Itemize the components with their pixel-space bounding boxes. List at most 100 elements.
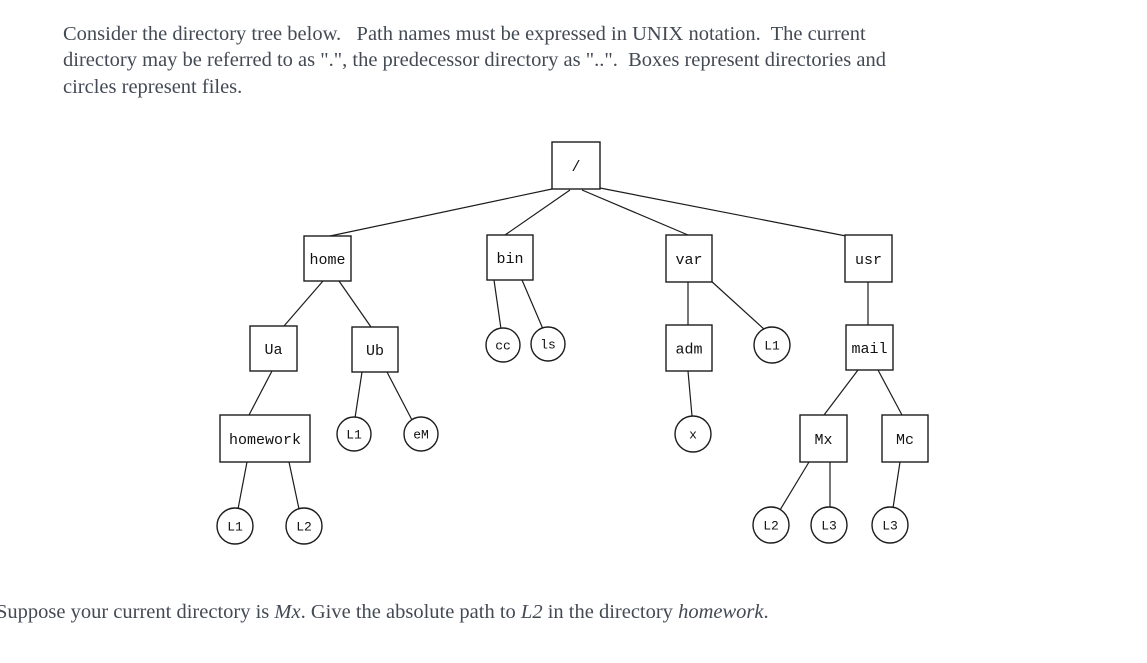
tree-node-mail: mail	[845, 324, 894, 371]
node-label-Mx: Mx	[814, 432, 832, 449]
question-segment-italic-homework: homework	[678, 601, 764, 623]
tree-node-L1-ub: L1	[336, 416, 372, 452]
tree-node-homework: homework	[219, 414, 311, 463]
tree-edge-home-Ua	[283, 280, 324, 327]
tree-edge-bin-cc	[493, 279, 502, 330]
tree-edge-root-bin	[504, 189, 571, 236]
file-circle-L1-var	[753, 326, 791, 364]
node-label-L3-mc: L3	[882, 519, 898, 534]
node-label-Ub: Ub	[366, 343, 384, 360]
tree-node-cc: cc	[485, 327, 521, 363]
tree-edge-bin-ls	[521, 279, 544, 330]
tree-edge-Ub-eM	[386, 371, 413, 421]
tree-node-var: var	[665, 234, 713, 283]
tree-node-bin: bin	[486, 234, 534, 281]
file-circle-ls	[530, 326, 566, 362]
file-circle-L3-mx	[810, 506, 848, 544]
tree-node-ls: ls	[530, 326, 566, 362]
tree-edge-Ua-homework	[248, 370, 273, 416]
tree-edge-Mx-L2-mx	[779, 461, 810, 511]
node-label-bin: bin	[496, 251, 523, 268]
node-label-L3-mx: L3	[821, 519, 837, 534]
file-circle-L3-mc	[871, 506, 909, 544]
tree-node-Ub: Ub	[351, 326, 399, 373]
tree-node-x: x	[674, 415, 712, 453]
directory-box-homework	[219, 414, 311, 463]
node-label-usr: usr	[855, 252, 882, 269]
node-label-adm: adm	[675, 341, 702, 358]
tree-edge-home-Ub	[338, 280, 372, 328]
node-label-var: var	[675, 252, 702, 269]
tree-node-adm: adm	[665, 324, 713, 372]
tree-edge-homework-L1-homework	[237, 461, 248, 510]
intro-line-2: directory may be referred to as ".", the…	[63, 49, 886, 72]
tree-edge-var-L1-var	[709, 279, 766, 331]
node-label-L1-ub: L1	[346, 428, 362, 443]
tree-edge-root-var	[581, 189, 689, 236]
tree-node-L3-mc: L3	[871, 506, 909, 544]
node-label-Ua: Ua	[264, 342, 282, 359]
node-label-L2-homework: L2	[296, 520, 312, 535]
tree-node-root: /	[551, 141, 601, 190]
node-label-Mc: Mc	[896, 432, 914, 449]
node-label-x: x	[689, 428, 697, 443]
tree-edge-mail-Mc	[877, 369, 903, 416]
tree-node-eM: eM	[403, 416, 439, 452]
tree-node-L1-homework: L1	[216, 507, 254, 545]
directory-box-Ua	[249, 325, 298, 372]
directory-box-bin	[486, 234, 534, 281]
file-circle-L2-homework	[285, 507, 323, 545]
directory-box-Mx	[799, 414, 848, 463]
tree-node-Mx: Mx	[799, 414, 848, 463]
tree-node-home: home	[303, 235, 352, 282]
tree-edge-adm-x	[687, 370, 693, 417]
question-segment: Suppose your current directory is	[0, 601, 275, 623]
directory-box-var	[665, 234, 713, 283]
node-label-homework: homework	[229, 432, 301, 449]
directory-box-mail	[845, 324, 894, 371]
question-text: Suppose your current directory is Mx. Gi…	[0, 601, 769, 624]
node-label-L1-homework: L1	[227, 520, 243, 535]
question-segment: in the directory	[542, 601, 679, 623]
file-circle-L2-mx	[752, 506, 790, 544]
directory-box-root	[551, 141, 601, 190]
directory-box-adm	[665, 324, 713, 372]
node-label-cc: cc	[495, 339, 511, 354]
question-segment-italic-mx: Mx	[274, 601, 301, 623]
tree-edge-Mc-L3-mc	[892, 461, 901, 509]
tree-node-Ua: Ua	[249, 325, 298, 372]
node-label-home: home	[309, 252, 345, 269]
directory-box-Mc	[881, 414, 929, 463]
node-label-eM: eM	[413, 428, 429, 443]
tree-node-Mc: Mc	[881, 414, 929, 463]
tree-node-L3-mx: L3	[810, 506, 848, 544]
question-segment: . Give the absolute path to	[300, 601, 521, 623]
file-circle-L1-ub	[336, 416, 372, 452]
file-circle-eM	[403, 416, 439, 452]
question-segment: .	[763, 601, 769, 623]
tree-edge-homework-L2-homework	[288, 461, 300, 510]
node-label-L1-var: L1	[764, 339, 780, 354]
question-segment-italic-l2: L2	[520, 601, 543, 623]
intro-paragraph: Consider the directory tree below. Path …	[63, 21, 886, 100]
directory-box-usr	[844, 234, 893, 283]
tree-edge-root-home	[329, 188, 553, 237]
node-label-L2-mx: L2	[763, 519, 779, 534]
file-circle-x	[674, 415, 712, 453]
node-label-ls: ls	[540, 338, 556, 353]
tree-edge-Ub-L1-ub	[354, 371, 363, 419]
intro-line-1: Consider the directory tree below. Path …	[63, 23, 866, 45]
node-label-root: /	[571, 159, 580, 176]
directory-box-Ub	[351, 326, 399, 373]
tree-node-L2-mx: L2	[752, 506, 790, 544]
tree-node-usr: usr	[844, 234, 893, 283]
tree-node-L1-var: L1	[753, 326, 791, 364]
tree-edge-root-usr	[599, 187, 847, 237]
file-circle-cc	[485, 327, 521, 363]
directory-box-home	[303, 235, 352, 282]
node-label-mail: mail	[851, 341, 887, 358]
tree-node-L2-homework: L2	[285, 507, 323, 545]
intro-line-3: circles represent files.	[63, 75, 243, 98]
tree-edge-mail-Mx	[823, 369, 859, 416]
